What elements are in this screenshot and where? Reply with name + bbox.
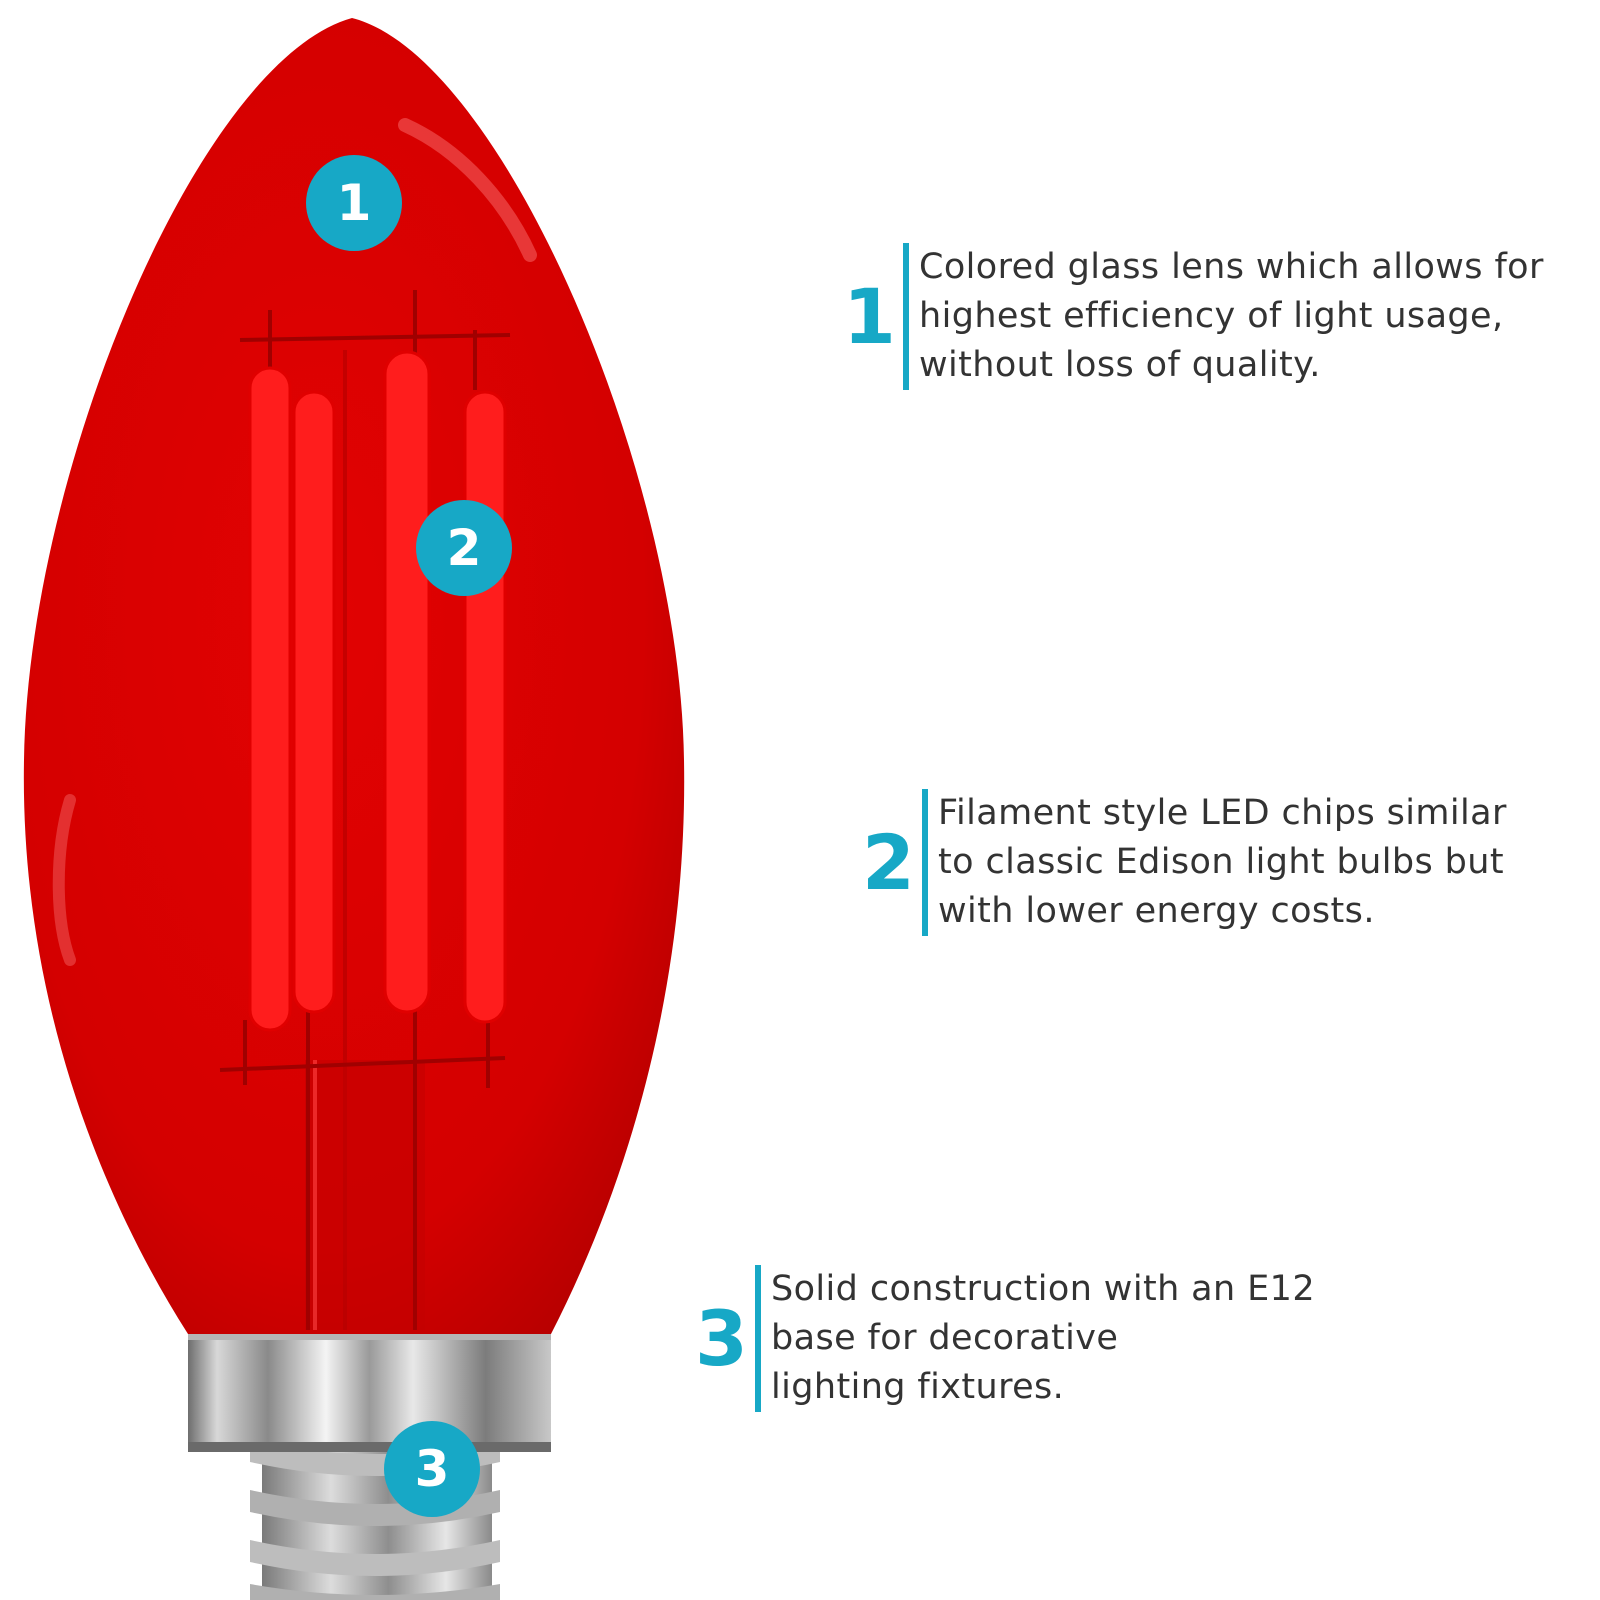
- marker-3-label: 3: [414, 1440, 450, 1498]
- description-line: highest efficiency of light usage,: [919, 296, 1504, 336]
- divider: [755, 1265, 761, 1412]
- red-glass-lens: [23, 18, 685, 1334]
- marker-1-label: 1: [336, 174, 372, 232]
- feature-number: 2: [862, 817, 915, 907]
- description-line: Colored glass lens which allows for: [919, 247, 1544, 287]
- feature-callout-1: 1 Colored glass lens which allows for hi…: [843, 243, 1544, 390]
- feature-callout-3: 3 Solid construction with an E12 base fo…: [695, 1265, 1315, 1412]
- feature-description: Solid construction with an E12 base for …: [771, 1265, 1315, 1412]
- description-line: with lower energy costs.: [938, 891, 1375, 931]
- marker-1: 1: [306, 155, 402, 251]
- metal-base-collar: [188, 1330, 551, 1452]
- feature-callout-2: 2 Filament style LED chips similar to cl…: [862, 789, 1507, 936]
- divider: [922, 789, 928, 936]
- description-line: base for decorative: [771, 1318, 1119, 1358]
- feature-description: Filament style LED chips similar to clas…: [938, 789, 1507, 936]
- marker-3: 3: [384, 1421, 480, 1517]
- feature-number: 1: [843, 271, 896, 361]
- glass-highlight: [398, 118, 537, 262]
- glass-highlight: [52, 794, 76, 966]
- divider: [903, 243, 909, 390]
- description-line: to classic Edison light bulbs but: [938, 842, 1504, 882]
- description-line: Filament style LED chips similar: [938, 793, 1507, 833]
- feature-number: 3: [695, 1293, 748, 1383]
- description-line: lighting fixtures.: [771, 1367, 1065, 1407]
- glass-stem: [305, 350, 425, 1330]
- feature-description: Colored glass lens which allows for high…: [919, 243, 1544, 390]
- marker-2: 2: [416, 500, 512, 596]
- marker-2-label: 2: [446, 519, 482, 577]
- description-line: Solid construction with an E12: [771, 1269, 1315, 1309]
- description-line: without loss of quality.: [919, 345, 1321, 385]
